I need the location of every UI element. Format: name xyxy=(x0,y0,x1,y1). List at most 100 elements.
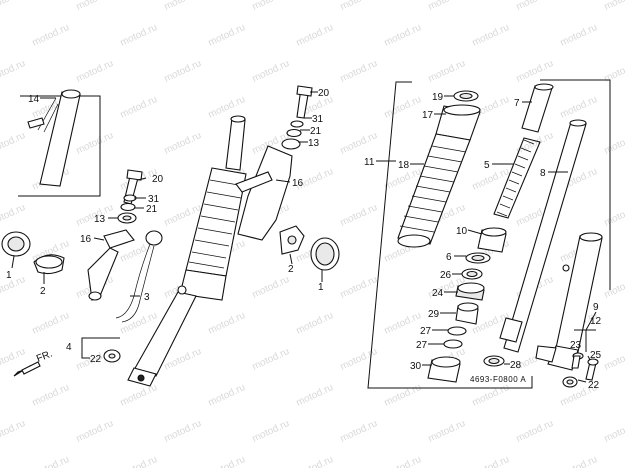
callout-13: 13 xyxy=(94,214,106,225)
exploded-frame xyxy=(367,81,533,389)
callout-2: 2 xyxy=(40,286,46,297)
callout-10: 10 xyxy=(456,226,468,237)
watermark-text: motod.ru xyxy=(603,346,625,373)
watermark-text: motod.ru xyxy=(603,58,625,85)
callout-18: 18 xyxy=(398,160,410,171)
bolt-stack-center xyxy=(281,85,313,150)
watermark-text: motod.ru xyxy=(295,310,335,337)
reflector-bracket-16-center xyxy=(235,145,293,241)
watermark-text: motod.ru xyxy=(75,130,115,157)
watermark-text: motod.ru xyxy=(119,94,159,121)
watermark-text: motod.ru xyxy=(603,202,625,229)
clip-27a xyxy=(447,326,467,336)
watermark-text: motod.ru xyxy=(295,454,335,468)
watermark-text: motod.ru xyxy=(0,58,27,85)
callout-20: 20 xyxy=(318,88,330,99)
inner-tube-8 xyxy=(499,119,587,353)
watermark-text: motod.ru xyxy=(0,202,27,229)
watermark-text: motod.ru xyxy=(339,0,379,13)
fork-cover-14 xyxy=(27,89,81,187)
watermark-text: motod.ru xyxy=(251,274,291,301)
watermark-text: motod.ru xyxy=(119,454,159,468)
watermark-text: motod.ru xyxy=(603,274,625,301)
watermark-text: motod.ru xyxy=(427,0,467,13)
watermark-text: motod.ru xyxy=(0,130,27,157)
watermark-text: motod.ru xyxy=(339,418,379,445)
watermark-text: motod.ru xyxy=(119,382,159,409)
nut-22-left xyxy=(103,349,121,363)
callout-8: 8 xyxy=(540,168,546,179)
callout-27: 27 xyxy=(416,340,428,351)
reflector-base-2-center xyxy=(279,225,305,255)
watermark-text: motod.ru xyxy=(75,418,115,445)
callout-6: 6 xyxy=(446,252,452,263)
callout-29: 29 xyxy=(428,309,440,320)
callout-7: 7 xyxy=(514,98,520,109)
callout-9: 9 xyxy=(593,302,599,313)
exploded-frame-right xyxy=(540,79,611,290)
piece-30 xyxy=(427,356,461,383)
watermark-text: motod.ru xyxy=(163,0,203,13)
watermark-text: motod.ru xyxy=(251,58,291,85)
watermark-text: motod.ru xyxy=(75,0,115,13)
inset-frame xyxy=(18,95,101,197)
fork-slider-9 xyxy=(535,232,603,371)
callout-27: 27 xyxy=(420,326,432,337)
watermark-text: motod.ru xyxy=(31,454,71,468)
callout-26: 26 xyxy=(440,270,452,281)
watermark-text: motod.ru xyxy=(339,58,379,85)
callout-13: 13 xyxy=(308,138,320,149)
bushing-29 xyxy=(455,302,479,325)
watermark-text: motod.ru xyxy=(207,310,247,337)
callout-5: 5 xyxy=(484,160,490,171)
callout-31: 31 xyxy=(312,114,324,125)
watermark-text: motod.ru xyxy=(339,346,379,373)
callout-14: 14 xyxy=(28,94,40,105)
oil-seal-24 xyxy=(455,282,485,301)
callout-23: 23 xyxy=(570,340,582,351)
watermark-text: motod.ru xyxy=(31,310,71,337)
direction-label: FR. xyxy=(35,349,54,365)
callout-16: 16 xyxy=(80,234,92,245)
watermark-text: motod.ru xyxy=(75,58,115,85)
watermark-text: motod.ru xyxy=(251,0,291,13)
watermark-text: motod.ru xyxy=(559,94,599,121)
callout-2: 2 xyxy=(288,264,294,275)
watermark-text: motod.ru xyxy=(603,0,625,13)
watermark-text: motod.ru xyxy=(559,454,599,468)
watermark-text: motod.ru xyxy=(383,382,423,409)
watermark-text: motod.ru xyxy=(471,166,511,193)
watermark-text: motod.ru xyxy=(427,58,467,85)
watermark-text: motod.ru xyxy=(559,22,599,49)
spacer-7 xyxy=(521,83,554,133)
callout-3: 3 xyxy=(144,292,150,303)
callout-21: 21 xyxy=(310,126,322,137)
callout-22: 22 xyxy=(90,354,102,365)
watermark-text: motod.ru xyxy=(603,130,625,157)
watermark-text: motod.ru xyxy=(515,418,555,445)
callout-17: 17 xyxy=(422,110,434,121)
watermark-text: motod.ru xyxy=(0,0,27,13)
fork-leg-left xyxy=(127,115,247,387)
watermark-text: motod.ru xyxy=(163,58,203,85)
callout-21: 21 xyxy=(146,204,158,215)
callout-1: 1 xyxy=(6,270,12,281)
washer-22-right xyxy=(562,376,578,388)
watermark-text: motod.ru xyxy=(163,418,203,445)
watermark-text: motod.ru xyxy=(31,22,71,49)
watermark-text: motod.ru xyxy=(383,94,423,121)
watermark-text: motod.ru xyxy=(339,274,379,301)
watermark-text: motod.ru xyxy=(207,454,247,468)
callout-25: 25 xyxy=(590,350,602,361)
watermark-text: motod.ru xyxy=(515,0,555,13)
leader-4 xyxy=(81,337,120,346)
watermark-text: motod.ru xyxy=(339,202,379,229)
watermark-text: motod.ru xyxy=(383,454,423,468)
callout-22: 22 xyxy=(588,380,600,391)
callout-28: 28 xyxy=(510,360,522,371)
watermark-text: motod.ru xyxy=(0,346,27,373)
callout-19: 19 xyxy=(432,92,444,103)
watermark-text: motod.ru xyxy=(471,22,511,49)
